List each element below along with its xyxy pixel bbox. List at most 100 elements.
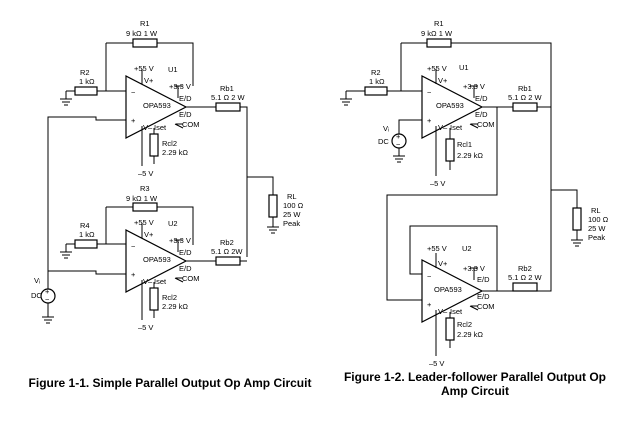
svg-text:Rcl1: Rcl1 bbox=[457, 140, 472, 149]
opamp-u1: − + OPA593 U1 +55 V V+ +3.3 V E/D E/D CO… bbox=[125, 64, 200, 139]
ground-symbol bbox=[60, 98, 72, 106]
svg-text:25 W: 25 W bbox=[588, 224, 606, 233]
dc-source-vi: + − Vᵢ DC bbox=[31, 276, 56, 304]
svg-text:OPA593: OPA593 bbox=[434, 285, 462, 294]
svg-text:E/D: E/D bbox=[179, 248, 192, 257]
svg-text:2.29 kΩ: 2.29 kΩ bbox=[162, 148, 188, 157]
resistor-r2: R2 1 kΩ bbox=[74, 68, 98, 96]
svg-text:5.1 Ω 2W: 5.1 Ω 2W bbox=[211, 247, 243, 256]
svg-text:2.29 kΩ: 2.29 kΩ bbox=[457, 151, 483, 160]
svg-text:–5 V: –5 V bbox=[138, 169, 153, 178]
svg-text:+: + bbox=[131, 116, 136, 125]
svg-text:9 kΩ 1 W: 9 kΩ 1 W bbox=[126, 29, 158, 38]
svg-text:E/D: E/D bbox=[179, 264, 192, 273]
svg-text:Vᵢ: Vᵢ bbox=[34, 276, 40, 285]
svg-text:COM: COM bbox=[182, 120, 200, 129]
opamp-u2-fig2: − + OPA593 U2 +55 V V+ +3.3 V E/D E/D CO… bbox=[421, 244, 495, 323]
svg-text:−: − bbox=[396, 140, 401, 149]
dc-source-vi-fig2: + − Vᵢ DC bbox=[378, 124, 407, 149]
svg-text:R3: R3 bbox=[140, 184, 150, 193]
svg-text:V–: V– bbox=[438, 123, 448, 132]
svg-text:Vᵢ: Vᵢ bbox=[383, 124, 389, 133]
svg-text:1 kΩ: 1 kΩ bbox=[79, 230, 95, 239]
svg-text:–5 V: –5 V bbox=[138, 323, 153, 332]
svg-text:−: − bbox=[427, 88, 432, 97]
svg-text:+55 V: +55 V bbox=[134, 64, 154, 73]
svg-text:1 kΩ: 1 kΩ bbox=[369, 77, 385, 86]
svg-text:RL: RL bbox=[287, 192, 297, 201]
svg-text:COM: COM bbox=[182, 274, 200, 283]
svg-text:+: + bbox=[427, 116, 432, 125]
svg-text:U2: U2 bbox=[462, 244, 472, 253]
svg-text:Rb1: Rb1 bbox=[220, 84, 234, 93]
svg-text:Rcl2: Rcl2 bbox=[457, 320, 472, 329]
resistor-r4: R4 1 kΩ bbox=[74, 221, 98, 249]
figure-1-1-caption: Figure 1-1. Simple Parallel Output Op Am… bbox=[28, 376, 312, 390]
svg-text:5.1 Ω 2 W: 5.1 Ω 2 W bbox=[211, 93, 245, 102]
svg-text:OPA593: OPA593 bbox=[143, 101, 171, 110]
svg-text:RL: RL bbox=[591, 206, 601, 215]
svg-text:+: + bbox=[396, 132, 401, 141]
svg-text:+: + bbox=[45, 287, 50, 296]
svg-text:V–: V– bbox=[143, 123, 153, 132]
svg-text:+55 V: +55 V bbox=[134, 218, 154, 227]
svg-text:COM: COM bbox=[477, 120, 495, 129]
resistor-rb2-fig2: Rb2 5.1 Ω 2 W bbox=[508, 264, 542, 292]
svg-text:E/D: E/D bbox=[475, 110, 488, 119]
svg-text:V+: V+ bbox=[144, 76, 154, 85]
svg-text:2.29 kΩ: 2.29 kΩ bbox=[162, 302, 188, 311]
resistor-rl-fig2: RL 100 Ω 25 W Peak bbox=[572, 206, 609, 242]
svg-text:2.29 kΩ: 2.29 kΩ bbox=[457, 330, 483, 339]
svg-text:R2: R2 bbox=[80, 68, 90, 77]
figure-1-2-diagram: R1 9 kΩ 1 W R2 1 kΩ − + OPA593 U1 +55 V … bbox=[340, 19, 609, 368]
svg-text:+3.3 V: +3.3 V bbox=[169, 82, 191, 91]
svg-text:+3.3 V: +3.3 V bbox=[463, 82, 485, 91]
svg-text:V–: V– bbox=[438, 307, 448, 316]
figure-1-1-diagram: R1 9 kΩ 1 W R2 1 kΩ − + OPA593 U1 +55 V … bbox=[31, 19, 304, 332]
svg-text:−: − bbox=[131, 242, 136, 251]
svg-text:100 Ω: 100 Ω bbox=[283, 201, 304, 210]
svg-text:Iset: Iset bbox=[450, 307, 463, 316]
svg-text:Peak: Peak bbox=[283, 219, 300, 228]
svg-text:E/D: E/D bbox=[179, 110, 192, 119]
svg-text:+55 V: +55 V bbox=[427, 64, 447, 73]
svg-text:9 kΩ 1 W: 9 kΩ 1 W bbox=[126, 194, 158, 203]
svg-text:–5 V: –5 V bbox=[430, 179, 445, 188]
svg-text:V+: V+ bbox=[438, 76, 448, 85]
svg-text:+55 V: +55 V bbox=[427, 244, 447, 253]
svg-text:V+: V+ bbox=[438, 259, 448, 268]
svg-text:9 kΩ 1 W: 9 kΩ 1 W bbox=[421, 29, 453, 38]
svg-text:+3.3 V: +3.3 V bbox=[463, 264, 485, 273]
svg-text:Rb2: Rb2 bbox=[518, 264, 532, 273]
svg-text:E/D: E/D bbox=[475, 94, 488, 103]
svg-text:Iset: Iset bbox=[154, 123, 167, 132]
svg-text:–5 V: –5 V bbox=[429, 359, 444, 368]
svg-text:+: + bbox=[131, 270, 136, 279]
svg-text:Rcl2: Rcl2 bbox=[162, 293, 177, 302]
svg-text:+: + bbox=[427, 300, 432, 309]
svg-text:E/D: E/D bbox=[477, 275, 490, 284]
svg-text:R1: R1 bbox=[140, 19, 150, 28]
svg-text:−: − bbox=[131, 88, 136, 97]
svg-text:R1: R1 bbox=[434, 19, 444, 28]
svg-text:DC: DC bbox=[31, 291, 42, 300]
resistor-rcl1: Rcl1 2.29 kΩ bbox=[445, 138, 483, 162]
svg-text:DC: DC bbox=[378, 137, 389, 146]
svg-text:5.1 Ω 2 W: 5.1 Ω 2 W bbox=[508, 273, 542, 282]
svg-text:25 W: 25 W bbox=[283, 210, 301, 219]
svg-text:Iset: Iset bbox=[154, 277, 167, 286]
svg-text:Rb2: Rb2 bbox=[220, 238, 234, 247]
svg-text:Rcl2: Rcl2 bbox=[162, 139, 177, 148]
svg-text:R2: R2 bbox=[371, 68, 381, 77]
resistor-rcl2-fig2: Rcl2 2.29 kΩ bbox=[445, 317, 483, 341]
svg-text:U1: U1 bbox=[168, 65, 178, 74]
resistor-r2-fig2: R2 1 kΩ bbox=[364, 68, 388, 96]
svg-text:U2: U2 bbox=[168, 219, 178, 228]
svg-text:R4: R4 bbox=[80, 221, 90, 230]
svg-text:1 kΩ: 1 kΩ bbox=[79, 77, 95, 86]
svg-text:COM: COM bbox=[477, 302, 495, 311]
svg-text:V+: V+ bbox=[144, 230, 154, 239]
opamp-u1-fig2: − + OPA593 U1 +55 V V+ +3.3 V E/D E/D CO… bbox=[421, 63, 495, 139]
svg-text:100 Ω: 100 Ω bbox=[588, 215, 609, 224]
